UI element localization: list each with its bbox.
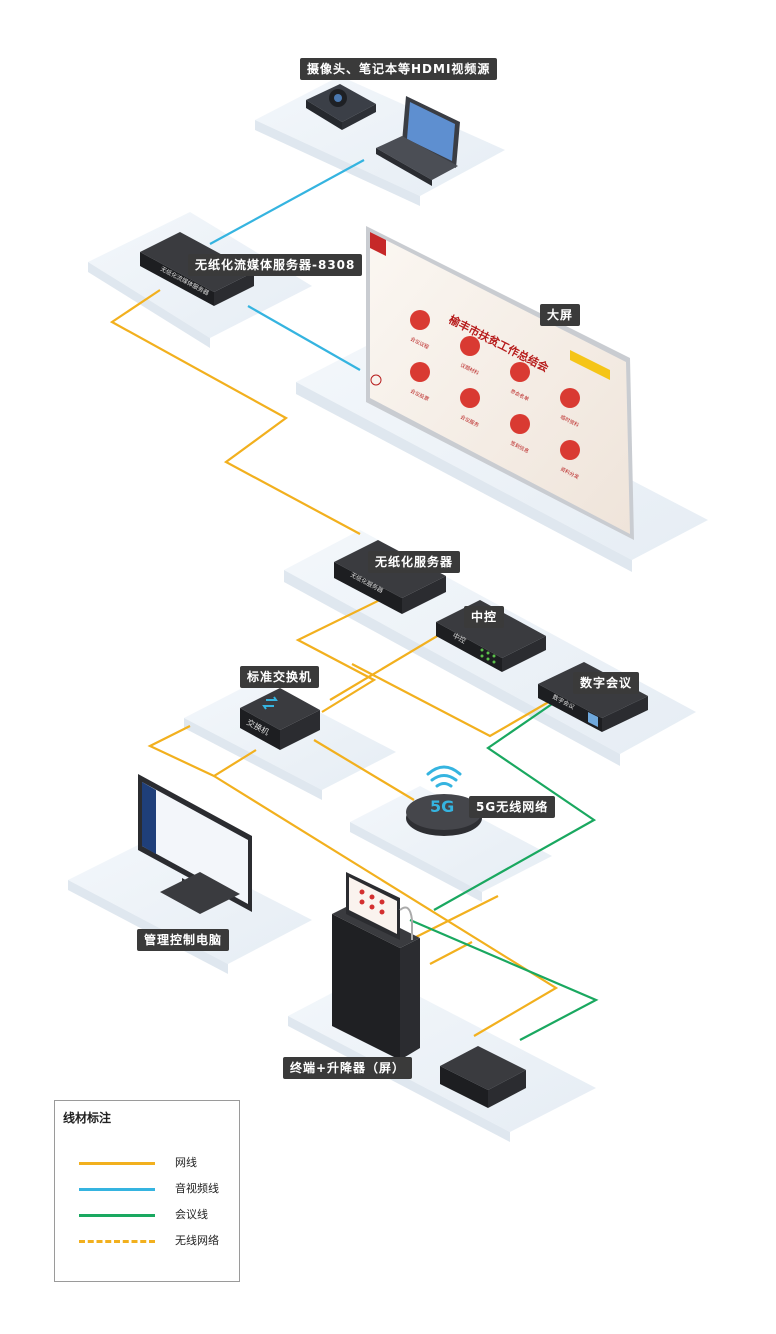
app-icon bbox=[560, 440, 580, 460]
legend-label: 会议线 bbox=[175, 1208, 208, 1221]
app-icon bbox=[410, 310, 430, 330]
label-terminal: 终端+升降器（屏） bbox=[283, 1057, 413, 1079]
legend-item: 会议线 bbox=[79, 1207, 229, 1223]
cable-net-server-switch bbox=[295, 595, 389, 713]
legend-swatch bbox=[79, 1188, 155, 1191]
app-icon bbox=[560, 388, 580, 408]
big-screen-device: 榆丰市扶贫工作总结会 会议议程议题材料参会名单临时资料会议投票会议服务签到信息资… bbox=[366, 226, 634, 540]
legend-item: 音视频线 bbox=[79, 1181, 229, 1197]
label-wireless: 5G无线网络 bbox=[469, 796, 556, 818]
cable-conf-1 bbox=[433, 703, 597, 911]
label-media-server: 无纸化流媒体服务器-8308 bbox=[188, 254, 363, 276]
label-big-screen: 大屏 bbox=[540, 304, 581, 326]
cable-net-switch-terminal bbox=[213, 775, 559, 1037]
cable-net-control-switch bbox=[329, 631, 445, 701]
terminal-lift-device bbox=[332, 872, 526, 1108]
label-pc: 管理控制电脑 bbox=[137, 929, 230, 951]
cable-net-terminal-3 bbox=[429, 941, 473, 965]
legend-swatch bbox=[79, 1240, 155, 1243]
legend-title: 线材标注 bbox=[63, 1111, 112, 1125]
wifi-icon bbox=[426, 765, 462, 788]
cable-net-conf-switch bbox=[351, 663, 553, 738]
cable-conf-2 bbox=[409, 918, 599, 1041]
cable-net-switch-wireless bbox=[313, 739, 415, 801]
label-central-control: 中控 bbox=[464, 606, 505, 628]
cables bbox=[109, 159, 599, 1041]
cable-net-switch-pc bbox=[147, 725, 257, 778]
legend-label: 音视频线 bbox=[175, 1182, 219, 1195]
app-icon bbox=[410, 362, 430, 382]
camera-icon bbox=[306, 84, 376, 130]
wireless-device: 5G bbox=[406, 765, 482, 836]
platform-wireless bbox=[350, 786, 552, 892]
label-source: 摄像头、笔记本等HDMI视频源 bbox=[300, 58, 498, 80]
label-digital-conference: 数字会议 bbox=[573, 672, 640, 694]
wifi-badge: 5G bbox=[430, 797, 454, 816]
switch-arrows-icon bbox=[262, 696, 278, 710]
label-paperless-server: 无纸化服务器 bbox=[368, 551, 461, 573]
label-switch: 标准交换机 bbox=[240, 666, 320, 688]
cable-av-screen bbox=[247, 305, 361, 371]
app-icon bbox=[510, 414, 530, 434]
switch-device: 交换机 bbox=[240, 688, 320, 750]
legend-swatch bbox=[79, 1162, 155, 1165]
legend-label: 无线网络 bbox=[175, 1234, 219, 1247]
legend-item: 无线网络 bbox=[79, 1233, 229, 1249]
app-icon bbox=[460, 388, 480, 408]
legend-swatch bbox=[79, 1214, 155, 1217]
cable-net-media bbox=[109, 289, 361, 535]
legend: 线材标注 网线音视频线会议线无线网络 bbox=[54, 1100, 240, 1282]
app-icon bbox=[460, 336, 480, 356]
laptop-icon bbox=[376, 96, 460, 186]
legend-label: 网线 bbox=[175, 1156, 197, 1169]
legend-item: 网线 bbox=[79, 1155, 229, 1171]
central-control-device: 中控 bbox=[436, 600, 546, 672]
cable-av-source bbox=[209, 159, 365, 245]
app-icon bbox=[510, 362, 530, 382]
pc-monitor-icon bbox=[138, 774, 252, 914]
cable-net-terminal-2 bbox=[409, 895, 499, 941]
